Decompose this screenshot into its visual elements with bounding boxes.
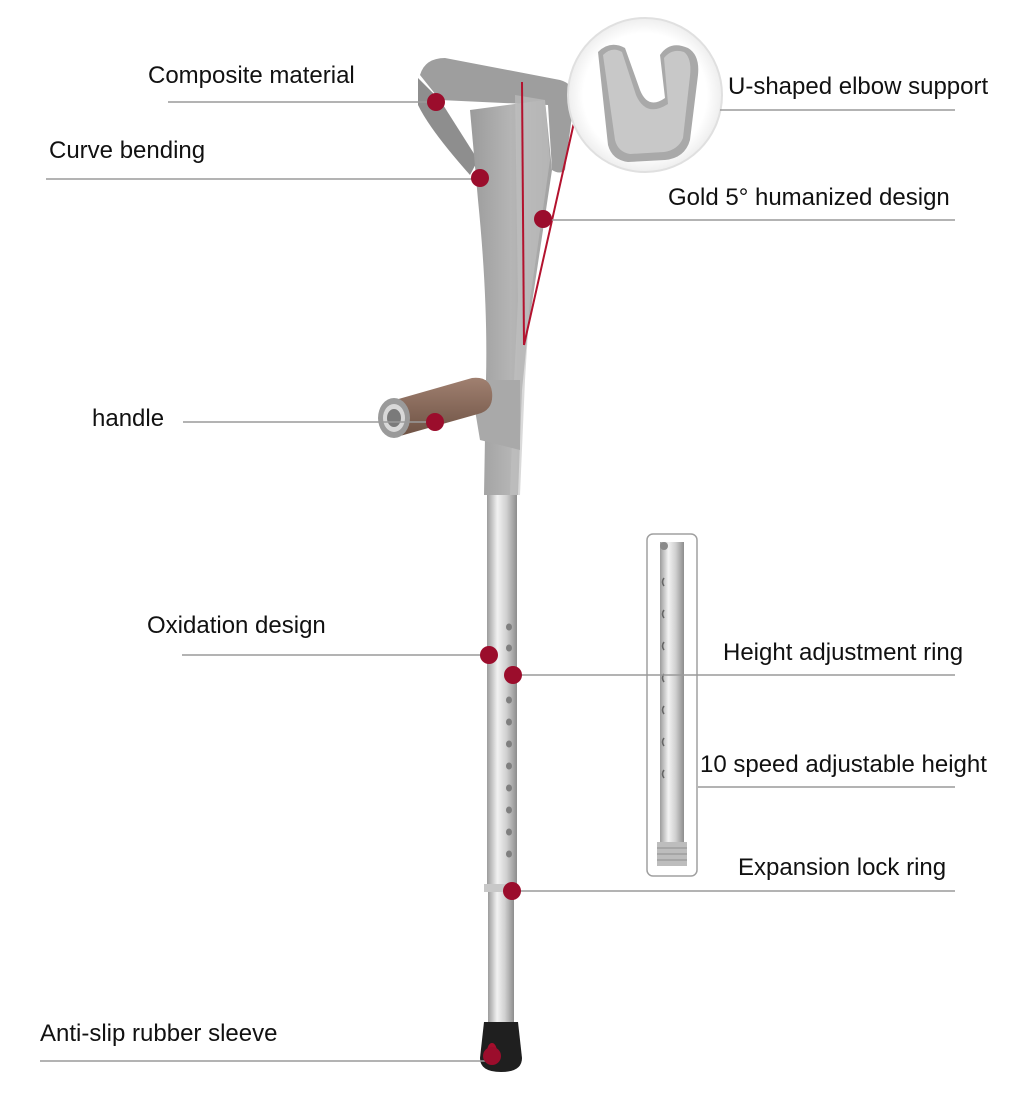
marker-handle: [426, 413, 444, 431]
label-10-speed-adjustable-height: 10 speed adjustable height: [700, 751, 987, 778]
lower-tube: [484, 495, 518, 1022]
label-height-adjustment-ring: Height adjustment ring: [723, 639, 964, 666]
marker-composite-material: [427, 93, 445, 111]
marker-oxidation-design: [480, 646, 498, 664]
label-oxidation-design: Oxidation design: [147, 612, 326, 639]
label-gold-5-humanized-design: Gold 5° humanized design: [668, 184, 950, 211]
marker-expansion-lock-ring: [503, 882, 521, 900]
label-anti-slip-rubber-sleeve: Anti-slip rubber sleeve: [40, 1020, 278, 1047]
rubber-foot: [480, 1022, 522, 1072]
elbow-support-detail: [567, 17, 723, 173]
height-detail-inset: [646, 533, 698, 877]
tube-holes: [506, 623, 512, 858]
label-handle: handle: [92, 405, 165, 432]
marker-height-adjustment-ring: [504, 666, 522, 684]
markers: [426, 93, 552, 1065]
elbow-cuff: [418, 58, 575, 495]
label-u-shaped-elbow-support: U-shaped elbow support: [728, 73, 989, 100]
label-curve-bending: Curve bending: [49, 137, 206, 164]
angle-indicator: [521, 81, 576, 346]
marker-curve-bending: [471, 169, 489, 187]
label-composite-material: Composite material: [148, 62, 355, 89]
marker-gold-5-humanized-design: [534, 210, 552, 228]
leader-lines: [40, 101, 955, 1062]
handle-grip: [378, 377, 493, 438]
marker-anti-slip-rubber-sleeve: [483, 1047, 501, 1065]
label-expansion-lock-ring: Expansion lock ring: [738, 854, 947, 881]
